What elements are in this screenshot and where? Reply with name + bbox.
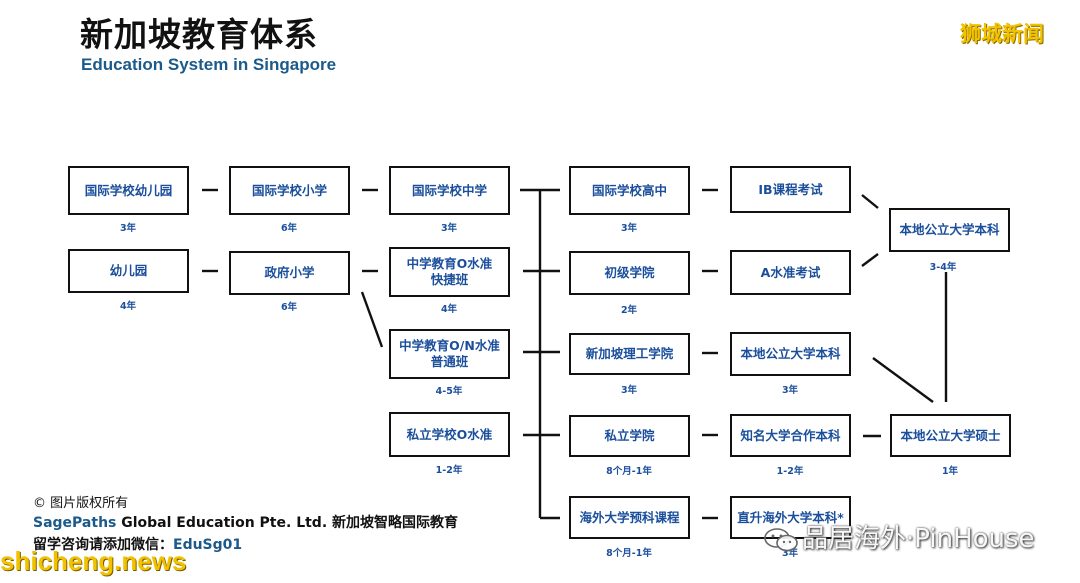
duration-on-level-normal: 4-5年 bbox=[435, 386, 463, 397]
duration-local-bachelor: 3-4年 bbox=[929, 262, 957, 273]
page-subtitle: Education System in Singapore bbox=[81, 55, 337, 74]
contact-line: 留学咨询请添加微信：EduSg01 bbox=[33, 534, 242, 554]
wechat-icon bbox=[764, 527, 798, 551]
node-partner-bachelor: 知名大学合作本科 bbox=[730, 414, 851, 457]
connector-primary-normal bbox=[360, 291, 384, 348]
copyright-note: © 图片版权所有 bbox=[33, 496, 129, 511]
duration-gov-primary: 6年 bbox=[280, 302, 298, 313]
node-intl-high: 国际学校高中 bbox=[569, 166, 690, 215]
duration-partner-bachelor: 1-2年 bbox=[776, 466, 804, 477]
node-local-bachelor-poly: 本地公立大学本科 bbox=[730, 332, 851, 376]
duration-foundation: 8个月-1年 bbox=[606, 548, 652, 559]
node-polytechnic: 新加坡理工学院 bbox=[569, 333, 690, 375]
company-name: Global Education Pte. Ltd. 新加坡智略国际教育 bbox=[116, 515, 459, 531]
node-a-level-exam: A水准考试 bbox=[730, 250, 851, 295]
pinhouse-text: 品居海外·PinHouse bbox=[802, 524, 1035, 554]
duration-direct-bachelor: 3年 bbox=[781, 548, 799, 559]
duration-local-master: 1年 bbox=[941, 466, 959, 477]
node-kindergarten: 幼儿园 bbox=[68, 249, 189, 293]
company-brand: SagePaths bbox=[33, 515, 117, 531]
connector-bachelor-master bbox=[872, 357, 934, 403]
node-local-bachelor: 本地公立大学本科 bbox=[889, 208, 1010, 252]
node-intl-secondary: 国际学校中学 bbox=[389, 166, 510, 215]
node-intl-primary: 国际学校小学 bbox=[229, 166, 350, 215]
node-junior-college: 初级学院 bbox=[569, 251, 690, 295]
pinhouse-watermark: 品居海外·PinHouse bbox=[762, 518, 1035, 555]
node-private-college: 私立学院 bbox=[569, 415, 690, 457]
duration-intl-primary: 6年 bbox=[280, 223, 298, 234]
node-private-o-level: 私立学校O水准 bbox=[389, 412, 510, 457]
brand-logo: 狮城新闻 bbox=[960, 22, 1044, 46]
node-intl-kindergarten: 国际学校幼儿园 bbox=[68, 166, 189, 215]
duration-junior-college: 2年 bbox=[620, 305, 638, 316]
site-watermark: shicheng.news bbox=[0, 546, 187, 576]
contact-label: 留学咨询请添加微信： bbox=[33, 537, 173, 553]
connector-alevel-bachelor bbox=[861, 253, 879, 267]
duration-private-o-level: 1-2年 bbox=[435, 465, 463, 476]
duration-kindergarten: 4年 bbox=[119, 301, 137, 312]
node-gov-primary: 政府小学 bbox=[229, 251, 350, 295]
duration-local-bachelor-poly: 3年 bbox=[781, 385, 799, 396]
duration-intl-secondary: 3年 bbox=[440, 223, 458, 234]
connector-ib-bachelor bbox=[861, 194, 879, 209]
duration-intl-kindergarten: 3年 bbox=[119, 223, 137, 234]
node-o-level-express: 中学教育O水准 快捷班 bbox=[389, 247, 510, 297]
duration-intl-high: 3年 bbox=[620, 223, 638, 234]
node-local-master: 本地公立大学硕士 bbox=[890, 414, 1011, 457]
wechat-id: EduSg01 bbox=[173, 537, 243, 553]
duration-o-level-express: 4年 bbox=[440, 304, 458, 315]
duration-polytechnic: 3年 bbox=[620, 385, 638, 396]
node-ib-exam: IB课程考试 bbox=[730, 166, 851, 213]
company-line: SagePaths Global Education Pte. Ltd. 新加坡… bbox=[33, 512, 458, 532]
node-on-level-normal: 中学教育O/N水准 普通班 bbox=[389, 329, 510, 379]
node-foundation: 海外大学预科课程 bbox=[569, 496, 690, 539]
duration-private-college: 8个月-1年 bbox=[606, 466, 652, 477]
page-title: 新加坡教育体系 bbox=[80, 15, 318, 54]
